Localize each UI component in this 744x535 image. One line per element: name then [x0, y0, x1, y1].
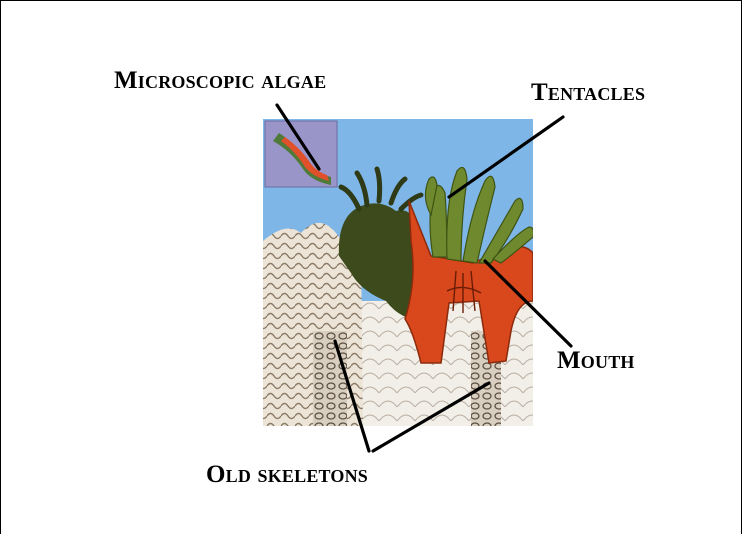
- label-microscopic-algae: Microscopic algae: [114, 67, 326, 95]
- label-old-skeletons: Old skeletons: [206, 461, 368, 489]
- skeleton-column-left: [313, 331, 347, 426]
- label-tentacles: Tentacles: [531, 79, 645, 107]
- label-mouth: Mouth: [557, 347, 635, 375]
